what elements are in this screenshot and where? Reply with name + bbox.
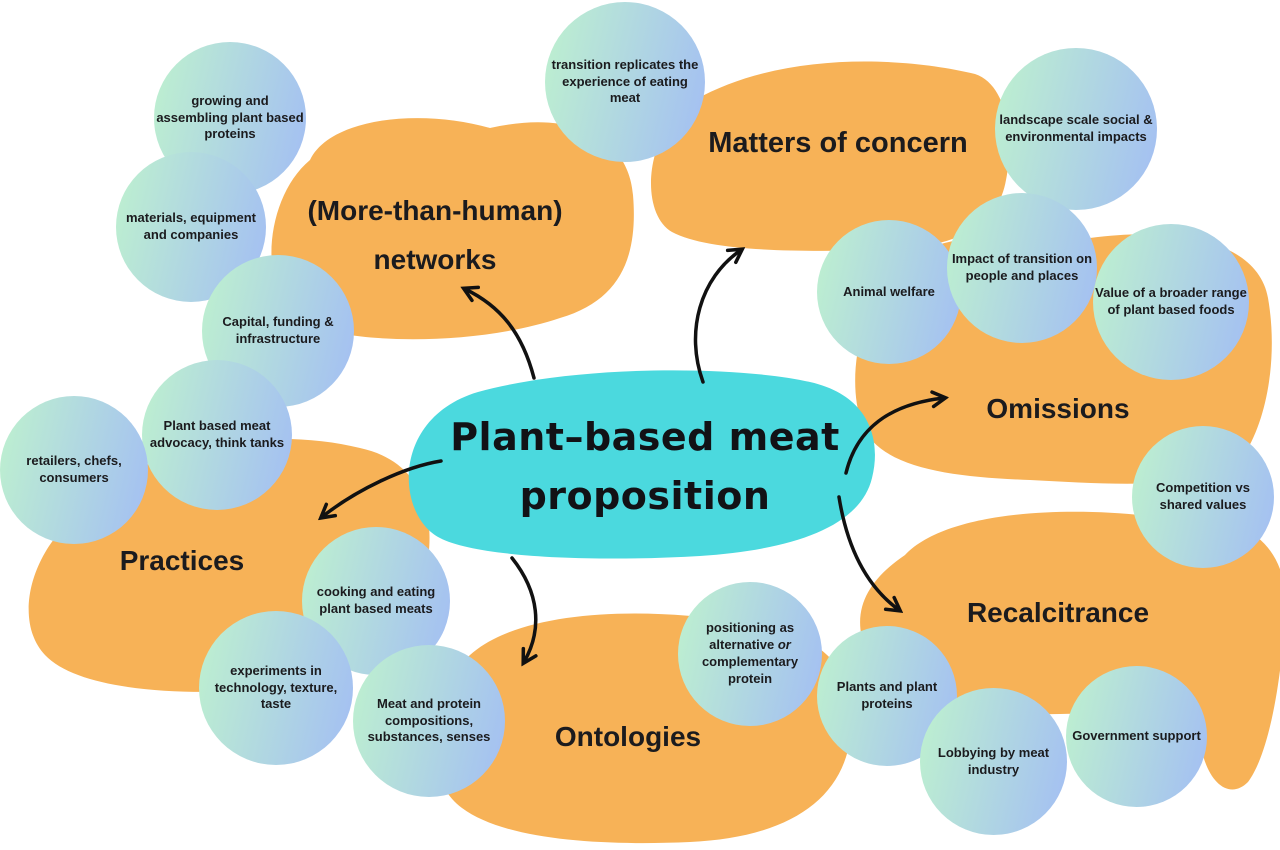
cluster-heading-practices: Practices xyxy=(119,545,245,576)
bubble-text: Capital, funding & infrastructure xyxy=(222,314,334,346)
bubble-positioning-alternative: positioning as alternative or complement… xyxy=(678,582,822,726)
bubble-text: Impact of transition on people and place… xyxy=(951,251,1093,283)
bubble-text: Competition vs shared values xyxy=(1156,480,1250,512)
bubble-text: retailers, chefs, consumers xyxy=(26,453,122,485)
bubble-text: cooking and eating plant based meats xyxy=(316,584,436,616)
bubble-transition-replicates: transition replicates the experience of … xyxy=(545,2,705,162)
bubble-text: Animal welfare xyxy=(843,283,935,299)
bubble-government-support: Government support xyxy=(1066,666,1207,807)
bubble-value-broader-range: Value of a broader range of plant based … xyxy=(1093,224,1249,380)
bubble-impact-of-transition: Impact of transition on people and place… xyxy=(947,193,1097,343)
cluster-heading-omissions: Omissions xyxy=(986,393,1130,424)
bubble-text: Plant based meat advocacy, think tanks xyxy=(149,418,285,450)
bubble-text: Government support xyxy=(1072,728,1201,744)
bubble-landscape-impacts: landscape scale social & environmental i… xyxy=(995,48,1157,210)
bubble-animal-welfare: Animal welfare xyxy=(817,220,961,364)
bubble-advocacy-think-tanks: Plant based meat advocacy, think tanks xyxy=(142,360,292,510)
bubble-text: Value of a broader range of plant based … xyxy=(1095,285,1247,317)
bubble-text: landscape scale social & environmental i… xyxy=(999,112,1153,144)
bubble-lobbying-meat-industry: Lobbying by meat industry xyxy=(920,688,1067,835)
bubble-text: positioning as alternative or complement… xyxy=(701,620,799,686)
bubble-retailers-chefs-consumers: retailers, chefs, consumers xyxy=(0,396,148,544)
bubble-competition-vs-shared-values: Competition vs shared values xyxy=(1132,426,1274,568)
cluster-heading-ontologies: Ontologies xyxy=(554,721,702,752)
cluster-heading-networks: (More-than-human) networks xyxy=(307,195,563,275)
bubble-text: Plants and plant proteins xyxy=(836,679,938,711)
bubble-text: transition replicates the experience of … xyxy=(551,56,699,106)
center-topic-label: Plant–based meat proposition xyxy=(450,415,840,518)
bubble-plants-proteins: Plants and plant proteins xyxy=(817,626,957,766)
arrow-center-to-matters-of-concern xyxy=(693,250,741,384)
bubble-meat-protein-compositions: Meat and protein compositions, substance… xyxy=(353,645,505,797)
bubble-text: experiments in technology, texture, tast… xyxy=(214,662,338,712)
bubble-text: Meat and protein compositions, substance… xyxy=(367,695,491,745)
arrow-center-to-ontologies xyxy=(510,556,536,662)
bubble-text: growing and assembling plant based prote… xyxy=(156,92,304,142)
bubble-experiments: experiments in technology, texture, tast… xyxy=(199,611,353,765)
bubble-text: Lobbying by meat industry xyxy=(937,744,1050,777)
cluster-heading-matters-of-concern: Matters of concern xyxy=(708,127,968,159)
cluster-heading-recalcitrance: Recalcitrance xyxy=(966,597,1150,628)
arrow-center-to-networks xyxy=(465,289,536,380)
bubble-text: materials, equipment and companies xyxy=(125,210,257,242)
